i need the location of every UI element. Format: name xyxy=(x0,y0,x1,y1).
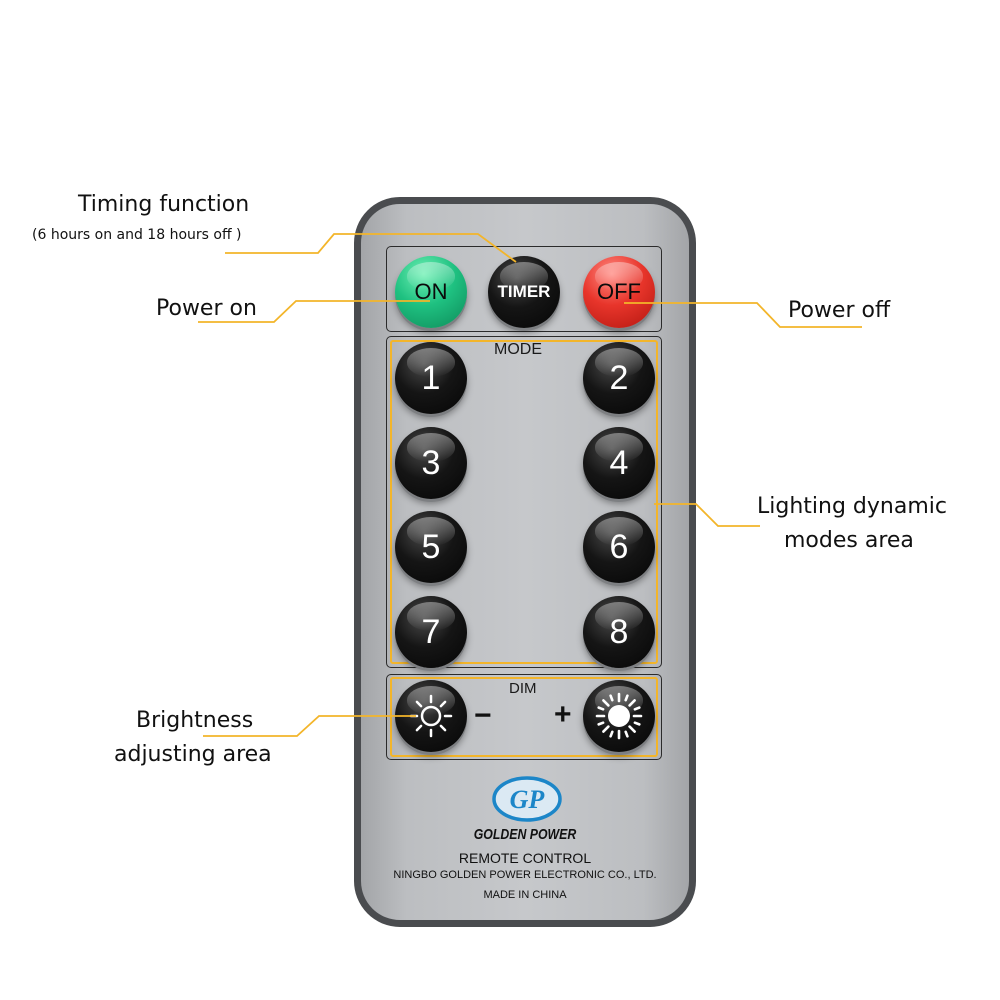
mode-button-1[interactable]: 1 xyxy=(395,342,467,414)
off-button[interactable]: OFF xyxy=(583,256,655,328)
mode-area-highlight xyxy=(390,340,658,664)
sun-filled-icon xyxy=(595,692,643,740)
product-name: REMOTE CONTROL xyxy=(458,850,592,866)
dim-down-button[interactable] xyxy=(395,680,467,752)
timer-button-label: TIMER xyxy=(497,282,551,301)
mode-button-8-label: 8 xyxy=(609,612,629,651)
mode-button-6[interactable]: 6 xyxy=(583,511,655,583)
mode-frame-outer xyxy=(386,336,662,668)
mode-button-5-label: 5 xyxy=(421,527,441,566)
mode-button-4[interactable]: 4 xyxy=(583,427,655,499)
dim-label: DIM xyxy=(509,680,537,697)
mode-button-6-label: 6 xyxy=(609,527,629,566)
logo-text: GP xyxy=(510,785,546,814)
timing-note-label: (6 hours on and 18 hours off ) xyxy=(32,227,242,243)
mode-button-4-label: 4 xyxy=(609,443,629,482)
mode-label: MODE xyxy=(494,341,542,358)
on-button-label: ON xyxy=(414,279,448,304)
mode-button-5[interactable]: 5 xyxy=(395,511,467,583)
brightness-label-line2: adjusting area xyxy=(114,742,272,767)
plus-sign: + xyxy=(554,698,572,731)
mode-button-2[interactable]: 2 xyxy=(583,342,655,414)
power-off-label: Power off xyxy=(788,298,891,323)
company-name: NINGBO GOLDEN POWER ELECTRONIC CO., LTD. xyxy=(393,869,657,881)
brand-name: GOLDEN POWER xyxy=(473,826,577,843)
timer-button[interactable]: TIMER xyxy=(488,256,560,328)
mode-button-3-label: 3 xyxy=(421,443,441,482)
mode-button-3[interactable]: 3 xyxy=(395,427,467,499)
mode-button-1-label: 1 xyxy=(421,358,441,397)
dim-up-button[interactable] xyxy=(583,680,655,752)
mode-button-8[interactable]: 8 xyxy=(583,596,655,668)
lighting-modes-label-line2: modes area xyxy=(784,528,914,553)
lighting-modes-label-line1: Lighting dynamic xyxy=(757,494,947,519)
off-button-label: OFF xyxy=(597,279,641,304)
mode-button-2-label: 2 xyxy=(609,358,629,397)
on-button[interactable]: ON xyxy=(395,256,467,328)
power-on-label: Power on xyxy=(156,296,257,321)
timing-function-label: Timing function xyxy=(78,192,250,217)
golden-power-logo: GP xyxy=(492,776,562,822)
mode-button-7-label: 7 xyxy=(421,612,441,651)
minus-sign: − xyxy=(474,699,492,732)
power-row-frame xyxy=(386,246,662,332)
sun-outline-icon xyxy=(409,694,453,738)
mode-button-7[interactable]: 7 xyxy=(395,596,467,668)
origin-label: MADE IN CHINA xyxy=(483,889,567,901)
brightness-label-line1: Brightness xyxy=(136,708,254,733)
